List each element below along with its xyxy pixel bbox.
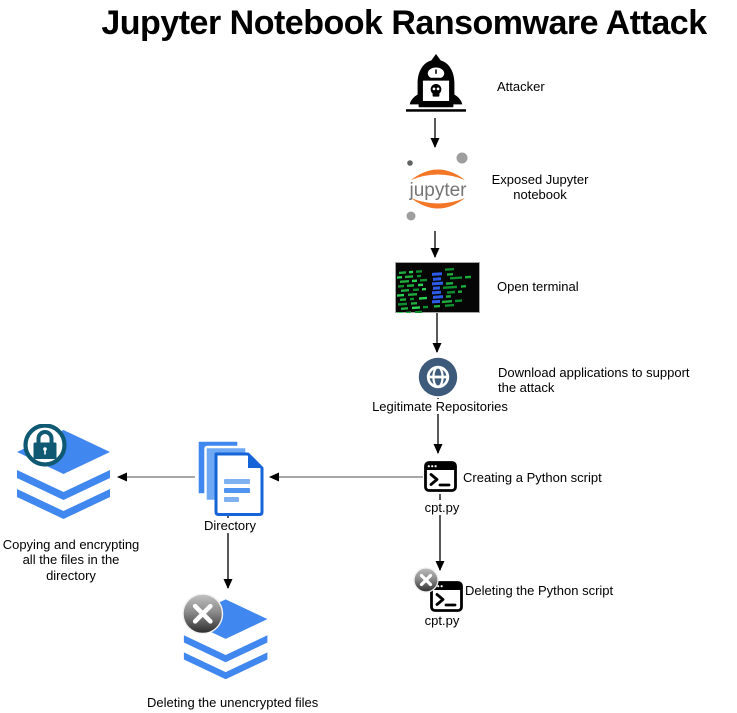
globe-icon [418,357,458,397]
create-script-label: Creating a Python script [463,470,602,485]
repositories-label: Download applications to support the att… [498,365,690,396]
page-title: Jupyter Notebook Ransomware Attack [101,4,707,42]
layers-delete-icon [182,594,268,680]
hacker-at-laptop-icon [405,53,467,112]
jupyter-wordmark: jupyter [408,180,467,201]
console-window-icon [424,461,457,492]
lock-badge [23,424,67,467]
delete-script-label: Deleting the Python script [465,583,614,598]
document-stack-icon [196,439,264,516]
encrypt-label: Copying and encrypting all the files in … [2,537,140,583]
create-script-filename: cpt.py [413,500,471,516]
console-window-delete-icon [413,567,463,612]
attacker-label: Attacker [497,79,545,94]
delete-x-badge [182,594,224,635]
jupyter-label: Exposed Jupyter notebook [491,172,589,203]
repositories-caption: Legitimate Repositories [368,399,512,415]
directory-label: Directory [191,518,269,534]
layers-lock-icon [17,424,110,519]
jupyter-logo: jupyter [406,152,468,221]
terminal-screenshot [395,262,480,313]
terminal-label: Open terminal [497,279,579,294]
delete-script-filename: cpt.py [413,613,471,629]
delete-files-label: Deleting the unencrypted files [147,695,319,710]
